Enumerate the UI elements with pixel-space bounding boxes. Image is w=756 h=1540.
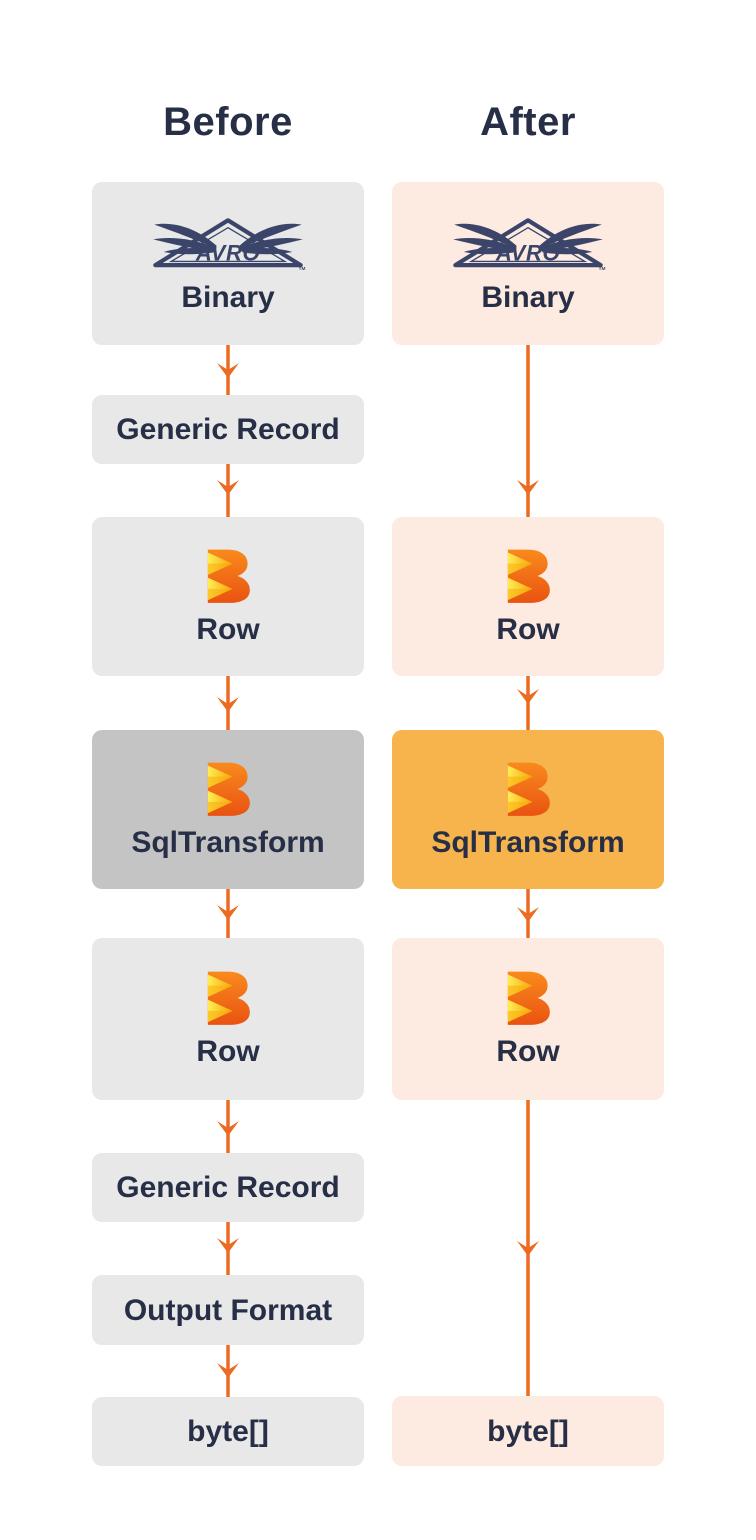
flow-arrow-after-2	[517, 676, 539, 730]
node-before-row-2: Row	[92, 938, 364, 1100]
node-label: Row	[196, 612, 260, 646]
node-label: Output Format	[123, 1293, 333, 1327]
node-after-binary: AVRO TM Binary	[392, 182, 664, 345]
flow-arrow-before-2	[217, 464, 239, 517]
node-label: byte[]	[487, 1414, 569, 1448]
node-label: byte[]	[187, 1415, 269, 1448]
node-label: Generic Record	[116, 1171, 340, 1204]
beam-logo-icon	[207, 549, 250, 603]
node-before-sqltransform: SqlTransform	[92, 730, 364, 889]
node-label: Binary	[481, 280, 575, 314]
beam-logo-icon	[507, 762, 550, 816]
node-before-byte-array: byte[]	[92, 1397, 364, 1466]
flow-arrow-before-1	[217, 345, 239, 395]
node-before-row-1: Row	[92, 517, 364, 676]
node-after-sqltransform: SqlTransform	[392, 730, 664, 889]
beam-logo-icon	[507, 549, 550, 603]
after-column-header: After	[480, 99, 576, 144]
beam-logo-icon	[507, 971, 550, 1025]
flow-arrow-before-4	[217, 889, 239, 938]
avro-logo-icon: AVRO TM	[153, 217, 306, 271]
flow-arrow-after-1	[517, 345, 539, 517]
node-label: Binary	[181, 280, 275, 314]
node-after-byte-array: byte[]	[392, 1396, 664, 1466]
node-label: Row	[196, 1035, 260, 1068]
flow-arrow-after-4	[517, 1100, 539, 1396]
node-label: SqlTransform	[431, 825, 625, 859]
node-after-row-2: Row	[392, 938, 664, 1100]
node-before-generic-record-1: Generic Record	[92, 395, 364, 464]
node-before-output-format: Output Format	[92, 1275, 364, 1345]
node-before-generic-record-2: Generic Record	[92, 1153, 364, 1222]
flow-arrow-before-7	[217, 1345, 239, 1397]
node-label: Row	[496, 612, 560, 646]
flow-arrow-before-3	[217, 676, 239, 730]
flow-arrow-before-5	[217, 1100, 239, 1153]
avro-wordmark: AVRO	[195, 240, 260, 265]
avro-logo-icon: AVRO TM	[453, 217, 606, 271]
node-before-binary: AVRO TM Binary	[92, 182, 364, 345]
avro-trademark: TM	[299, 265, 306, 271]
node-label: SqlTransform	[131, 825, 325, 859]
beam-logo-icon	[207, 971, 250, 1025]
node-label: Generic Record	[116, 413, 340, 446]
flow-arrow-before-6	[217, 1222, 239, 1275]
avro-trademark: TM	[599, 265, 606, 271]
beam-logo-icon	[207, 762, 250, 816]
before-column-header: Before	[163, 99, 293, 144]
node-label: Row	[496, 1035, 560, 1068]
avro-wordmark: AVRO	[495, 240, 560, 265]
node-after-row-1: Row	[392, 517, 664, 676]
flow-arrow-after-3	[517, 889, 539, 938]
